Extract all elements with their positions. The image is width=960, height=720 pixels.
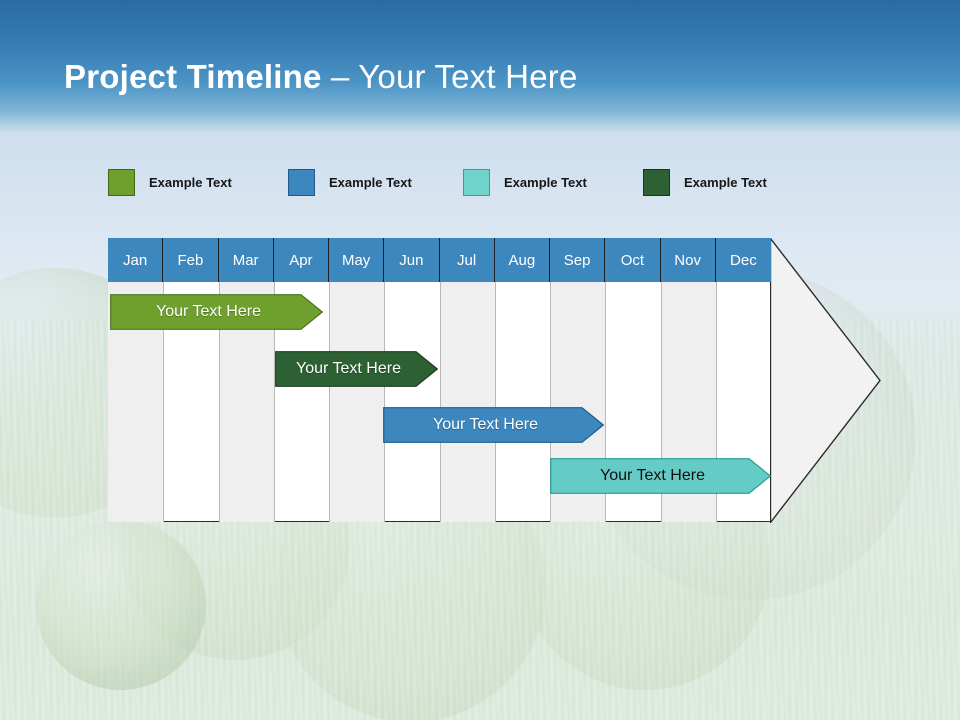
timeline-column-divider — [163, 282, 165, 522]
month-header-may[interactable]: May — [329, 238, 385, 282]
month-header-feb[interactable]: Feb — [163, 238, 219, 282]
timeline-bar-shape — [383, 407, 604, 443]
page-title: Project Timeline – Your Text Here — [64, 58, 578, 96]
timeline-bar-1[interactable]: Your Text Here — [110, 294, 323, 330]
timeline-column-divider — [273, 282, 275, 522]
timeline-column-divider — [494, 282, 496, 522]
timeline-bar-shape — [110, 294, 323, 330]
month-header-oct[interactable]: Oct — [605, 238, 661, 282]
legend-item[interactable]: Example Text — [463, 168, 587, 196]
month-header-jun[interactable]: Jun — [384, 238, 440, 282]
timeline-column-jul — [439, 238, 495, 522]
timeline-column-divider — [218, 282, 220, 522]
legend-item-label: Example Text — [329, 174, 412, 190]
legend-swatch-green — [108, 168, 135, 196]
legend-item-label: Example Text — [504, 174, 587, 190]
title-band — [0, 0, 960, 132]
month-header-aug[interactable]: Aug — [494, 238, 550, 282]
timeline-column-divider — [605, 282, 607, 522]
month-header-sep[interactable]: Sep — [550, 238, 606, 282]
legend-item[interactable]: Example Text — [643, 168, 767, 196]
timeline-column-divider — [384, 282, 386, 522]
legend: Example Text Example Text Example Text E… — [108, 168, 828, 198]
legend-swatch-darkgreen — [643, 168, 670, 196]
month-header-dec[interactable]: Dec — [715, 238, 771, 282]
legend-item-label: Example Text — [149, 174, 232, 190]
month-header-jan[interactable]: Jan — [108, 238, 164, 282]
timeline-column-divider — [550, 282, 551, 522]
timeline-column-mar — [218, 238, 274, 522]
legend-item[interactable]: Example Text — [108, 168, 232, 196]
month-header-apr[interactable]: Apr — [273, 238, 329, 282]
legend-swatch-blue — [288, 168, 315, 196]
legend-swatch-teal — [463, 168, 490, 196]
timeline-bar-3[interactable]: Your Text Here — [383, 407, 604, 443]
timeline-column-divider — [439, 282, 441, 522]
month-header-jul[interactable]: Jul — [439, 238, 495, 282]
timeline-bar-shape — [275, 351, 438, 387]
legend-item[interactable]: Example Text — [288, 168, 412, 196]
timeline-column-divider — [329, 282, 330, 522]
page-title-rest: – Your Text Here — [321, 58, 578, 95]
month-header-nov[interactable]: Nov — [660, 238, 716, 282]
timeline-column-divider — [715, 282, 717, 522]
legend-item-label: Example Text — [684, 174, 767, 190]
timeline-column-divider — [660, 282, 662, 522]
timeline-column-jan — [108, 238, 164, 522]
page-title-strong: Project Timeline — [64, 58, 322, 95]
timeline-bar-shape — [550, 458, 771, 494]
timeline-bar-4[interactable]: Your Text Here — [550, 458, 771, 494]
month-header-mar[interactable]: Mar — [218, 238, 274, 282]
timeline-bar-2[interactable]: Your Text Here — [275, 351, 438, 387]
